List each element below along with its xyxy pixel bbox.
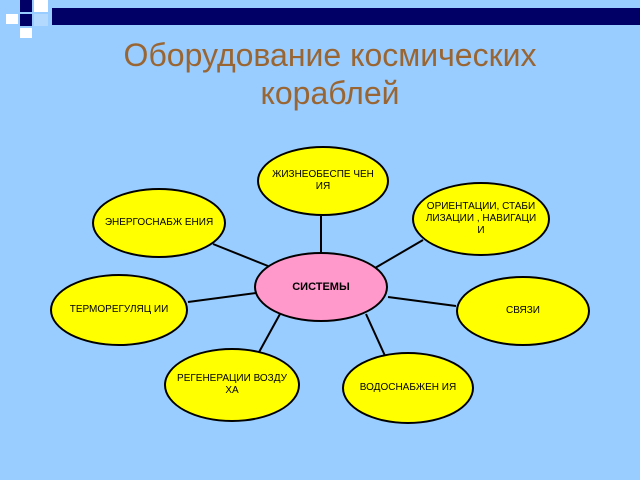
- node-label: ТЕРМОРЕГУЛЯЦ ИИ: [69, 304, 169, 315]
- node-power-supply: ЭНЕРГОСНАБЖ ЕНИЯ: [92, 188, 226, 258]
- connector-thermoregulation: [187, 292, 257, 303]
- node-label: ЖИЗНЕОБЕСПЕ ЧЕНИЯ: [272, 169, 374, 192]
- node-orientation: ОРИЕНТАЦИИ, СТАБИЛИЗАЦИИ , НАВИГАЦИИ: [412, 182, 550, 256]
- header-bar: [52, 8, 640, 25]
- header-decoration: [0, 0, 640, 40]
- node-communication: СВЯЗИ: [456, 276, 590, 346]
- node-air-regeneration: РЕГЕНЕРАЦИИ ВОЗДУХА: [164, 348, 300, 422]
- node-label: СВЯЗИ: [505, 305, 540, 316]
- center-node-systems: СИСТЕМЫ: [254, 252, 388, 322]
- node-life-support: ЖИЗНЕОБЕСПЕ ЧЕНИЯ: [257, 146, 389, 216]
- decor-square: [34, 14, 48, 26]
- node-label: РЕГЕНЕРАЦИИ ВОЗДУХА: [177, 373, 287, 396]
- node-label: ЭНЕРГОСНАБЖ ЕНИЯ: [104, 217, 214, 228]
- decor-square: [34, 0, 48, 12]
- node-label: ОРИЕНТАЦИИ, СТАБИЛИЗАЦИИ , НАВИГАЦИИ: [425, 201, 537, 236]
- connector-power-supply: [212, 243, 269, 267]
- decor-square: [20, 0, 32, 12]
- node-water-supply: ВОДОСНАБЖЕН ИЯ: [342, 352, 474, 424]
- slide-title: Оборудование космических кораблей: [123, 37, 537, 111]
- connector-air-regeneration: [257, 313, 281, 355]
- decor-square: [20, 14, 32, 26]
- decor-square: [20, 28, 32, 38]
- connector-communication: [387, 296, 457, 307]
- connector-orientation: [374, 239, 424, 269]
- connector-water-supply: [365, 313, 387, 359]
- node-thermoregulation: ТЕРМОРЕГУЛЯЦ ИИ: [50, 274, 188, 346]
- node-label: ВОДОСНАБЖЕН ИЯ: [359, 382, 457, 393]
- center-node-label: СИСТЕМЫ: [292, 281, 350, 293]
- decor-square: [6, 14, 18, 24]
